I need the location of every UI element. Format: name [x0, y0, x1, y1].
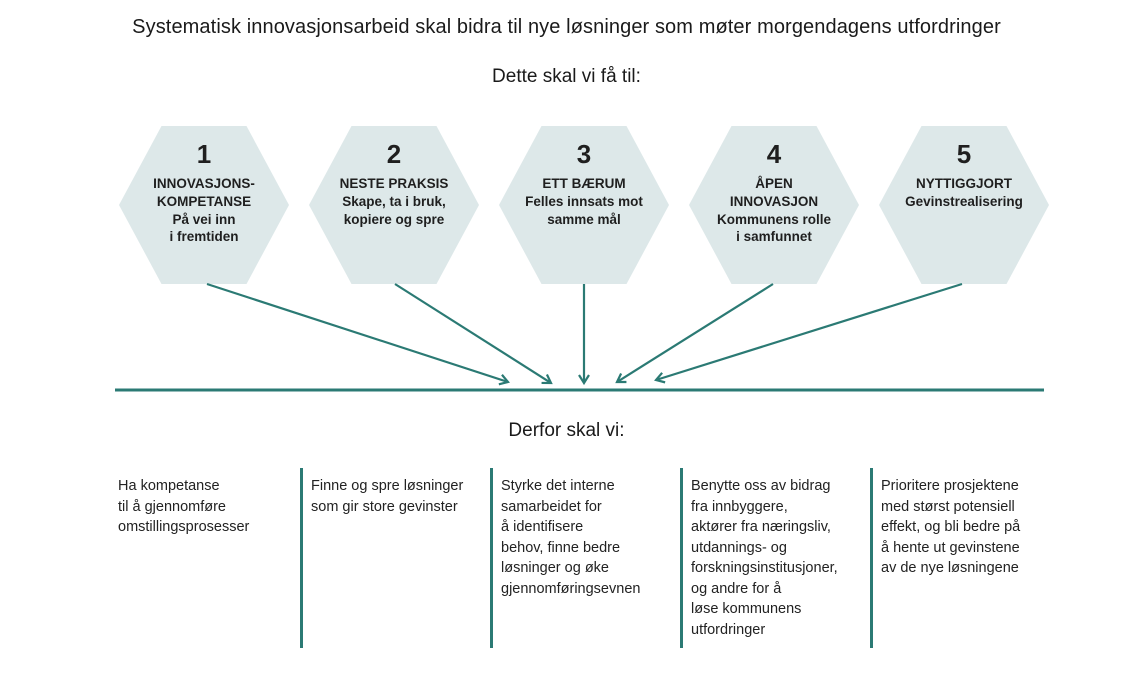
hexagon-number: 5 — [956, 139, 972, 169]
hexagon-subtitle: Kommunens rolle i samfunnet — [716, 211, 832, 245]
actions-section-heading: Derfor skal vi: — [508, 420, 625, 441]
hexagon-subtitle: På vei inn i fremtiden — [169, 211, 239, 245]
hexagon-subtitle: Felles innsats mot samme mål — [525, 193, 643, 227]
action-columns: Ha kompetanse til å gjennomføre omstilli… — [110, 468, 1060, 648]
hexagon-number: 1 — [196, 139, 212, 169]
arrow-from-hexagon-5 — [654, 282, 963, 384]
hexagon-subtitle: Gevinstrealisering — [905, 193, 1023, 209]
arrow-from-hexagon-4 — [615, 283, 774, 384]
hexagon-subtitle: Skape, ta i bruk, kopiere og spre — [342, 193, 446, 227]
action-column-4: Benytte oss av bidrag fra innbyggere, ak… — [680, 468, 870, 648]
hexagon-title: ÅPEN INNOVASJON — [729, 175, 819, 209]
hexagon-nyttiggjort: 5 NYTTIGGJORT Gevinstrealisering — [879, 126, 1049, 284]
hexagon-neste-praksis: 2 NESTE PRAKSIS Skape, ta i bruk, kopier… — [309, 126, 479, 284]
hexagon-title: ETT BÆRUM — [542, 175, 626, 191]
hexagon-title: NESTE PRAKSIS — [339, 175, 449, 191]
action-column-3: Styrke det interne samarbeidet for å ide… — [490, 468, 680, 648]
action-column-1: Ha kompetanse til å gjennomføre omstilli… — [118, 478, 250, 536]
hexagon-innovasjonskompetanse: 1 INNOVASJONS- KOMPETANSE På vei inn i f… — [119, 126, 289, 284]
action-column-5: Prioritere prosjektene med størst potens… — [870, 468, 1060, 648]
page-title: Systematisk innovasjonsarbeid skal bidra… — [132, 16, 1001, 38]
hexagon-title: INNOVASJONS- KOMPETANSE — [153, 175, 255, 209]
hexagon-ett-baerum: 3 ETT BÆRUM Felles innsats mot samme mål — [499, 126, 669, 284]
goals-section-heading: Dette skal vi få til: — [492, 66, 641, 87]
hexagon-aapen-innovasjon: 4 ÅPEN INNOVASJON Kommunens rolle i samf… — [689, 126, 859, 284]
hexagon-number: 4 — [766, 139, 782, 169]
action-column-2: Finne og spre løsninger som gir store ge… — [300, 468, 490, 648]
arrow-from-hexagon-1 — [206, 282, 510, 386]
hexagon-title: NYTTIGGJORT — [915, 175, 1012, 191]
hexagon-number: 2 — [386, 139, 402, 169]
hexagon-number: 3 — [576, 139, 592, 169]
arrow-from-hexagon-2 — [394, 283, 553, 385]
